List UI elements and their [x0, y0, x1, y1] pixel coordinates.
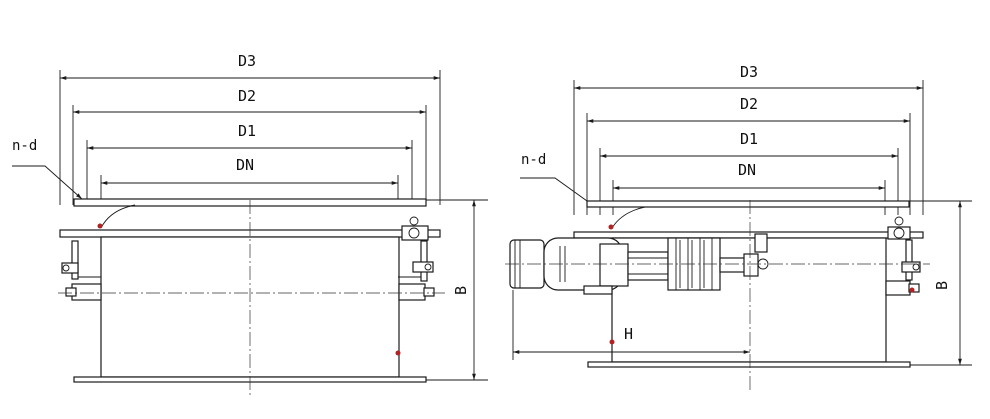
left-bolt-bottom: [395, 350, 401, 356]
right-b-label: B: [933, 281, 951, 290]
left-valve-disc-edge: [100, 204, 136, 229]
left-view: D3 D2 D1 DN n-d: [12, 52, 488, 395]
left-d3-label: D3: [238, 52, 256, 70]
left-d2-label: D2: [238, 87, 256, 105]
right-hole-label: n-d: [521, 152, 546, 168]
left-b-label: B: [452, 286, 470, 295]
left-hole-label: n-d: [12, 138, 37, 154]
right-actuator-rod: [719, 233, 772, 277]
right-side-bracket-right: [885, 216, 921, 296]
right-mid-flange: [573, 231, 924, 239]
left-side-bracket-right: [398, 216, 435, 301]
right-bolt-top: [608, 224, 614, 230]
left-hole-leader: [12, 165, 83, 200]
right-bolt-right: [909, 287, 915, 293]
right-motor: [509, 237, 629, 295]
left-bolt-top: [97, 223, 103, 229]
right-dn-label: DN: [738, 161, 756, 179]
right-d1-label: D1: [740, 130, 758, 148]
right-d2-label: D2: [740, 95, 758, 113]
right-view: D3 D2 D1 DN n-d: [505, 63, 972, 390]
left-dn-label: DN: [236, 156, 254, 174]
left-extension-lines: [59, 70, 441, 205]
right-actuator-cylinder: [627, 251, 669, 281]
left-side-bracket-left: [61, 240, 102, 301]
right-d3-label: D3: [740, 63, 758, 81]
right-bottom-flange: [587, 361, 911, 368]
left-d1-label: D1: [238, 122, 256, 140]
right-hole-leader: [520, 177, 595, 207]
right-valve-disc-edge: [611, 206, 646, 229]
right-top-flange: [586, 200, 910, 208]
right-h-label: H: [624, 325, 633, 343]
right-bolt-middle: [609, 339, 615, 345]
